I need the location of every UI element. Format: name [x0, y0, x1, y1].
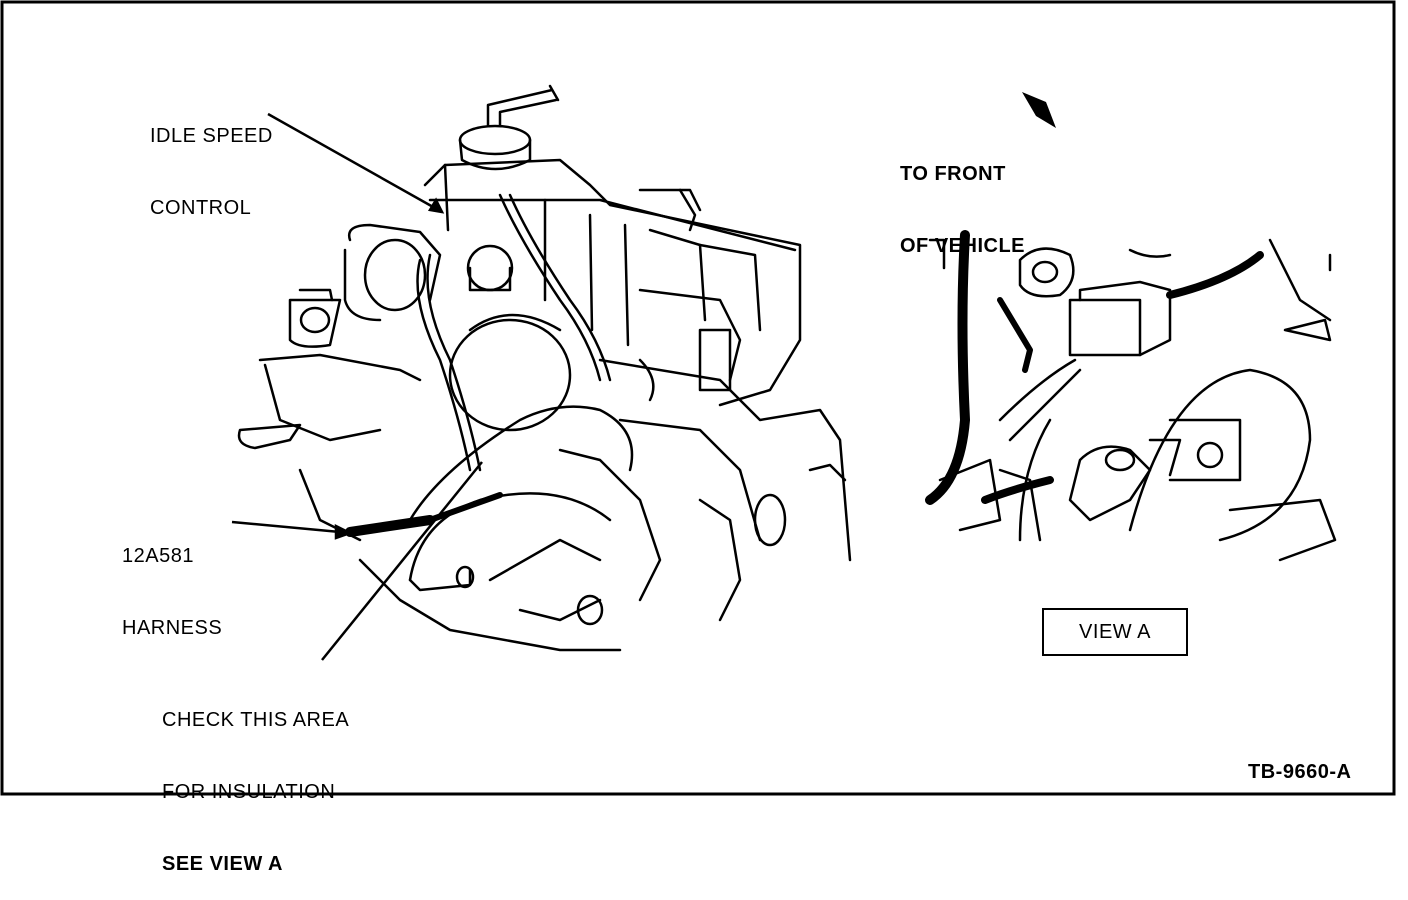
figure-id: TB-9660-A — [1248, 761, 1352, 783]
harness-label: 12A581 HARNESS — [122, 496, 222, 664]
diagram-canvas — [0, 0, 1396, 796]
front-of-vehicle-line-1: TO FRONT — [900, 163, 1006, 185]
view-a-label: VIEW A — [1079, 620, 1151, 643]
check-area-line-3: SEE VIEW A — [162, 853, 283, 875]
harness-line-2: HARNESS — [122, 617, 223, 639]
harness-line-1: 12A581 — [122, 545, 194, 567]
check-area-line-2: FOR INSULATION — [162, 781, 336, 803]
idle-speed-control-line-1: IDLE SPEED — [150, 125, 273, 147]
view-a-box: VIEW A — [1042, 608, 1188, 656]
front-direction-arrow-icon — [1022, 92, 1056, 128]
idle-speed-control-line-2: CONTROL — [150, 197, 252, 219]
leader-lines — [231, 112, 483, 661]
check-area-line-1: CHECK THIS AREA — [162, 709, 350, 731]
idle-speed-control-label: IDLE SPEED CONTROL — [150, 76, 273, 244]
diagram-border — [0, 0, 1396, 796]
view-a-illustration — [925, 230, 1337, 562]
front-of-vehicle-label: TO FRONT OF VEHICLE — [900, 114, 1025, 282]
engine-illustration — [237, 84, 852, 652]
check-area-label: CHECK THIS AREA FOR INSULATION SEE VIEW … — [162, 660, 349, 900]
front-of-vehicle-line-2: OF VEHICLE — [900, 235, 1026, 257]
